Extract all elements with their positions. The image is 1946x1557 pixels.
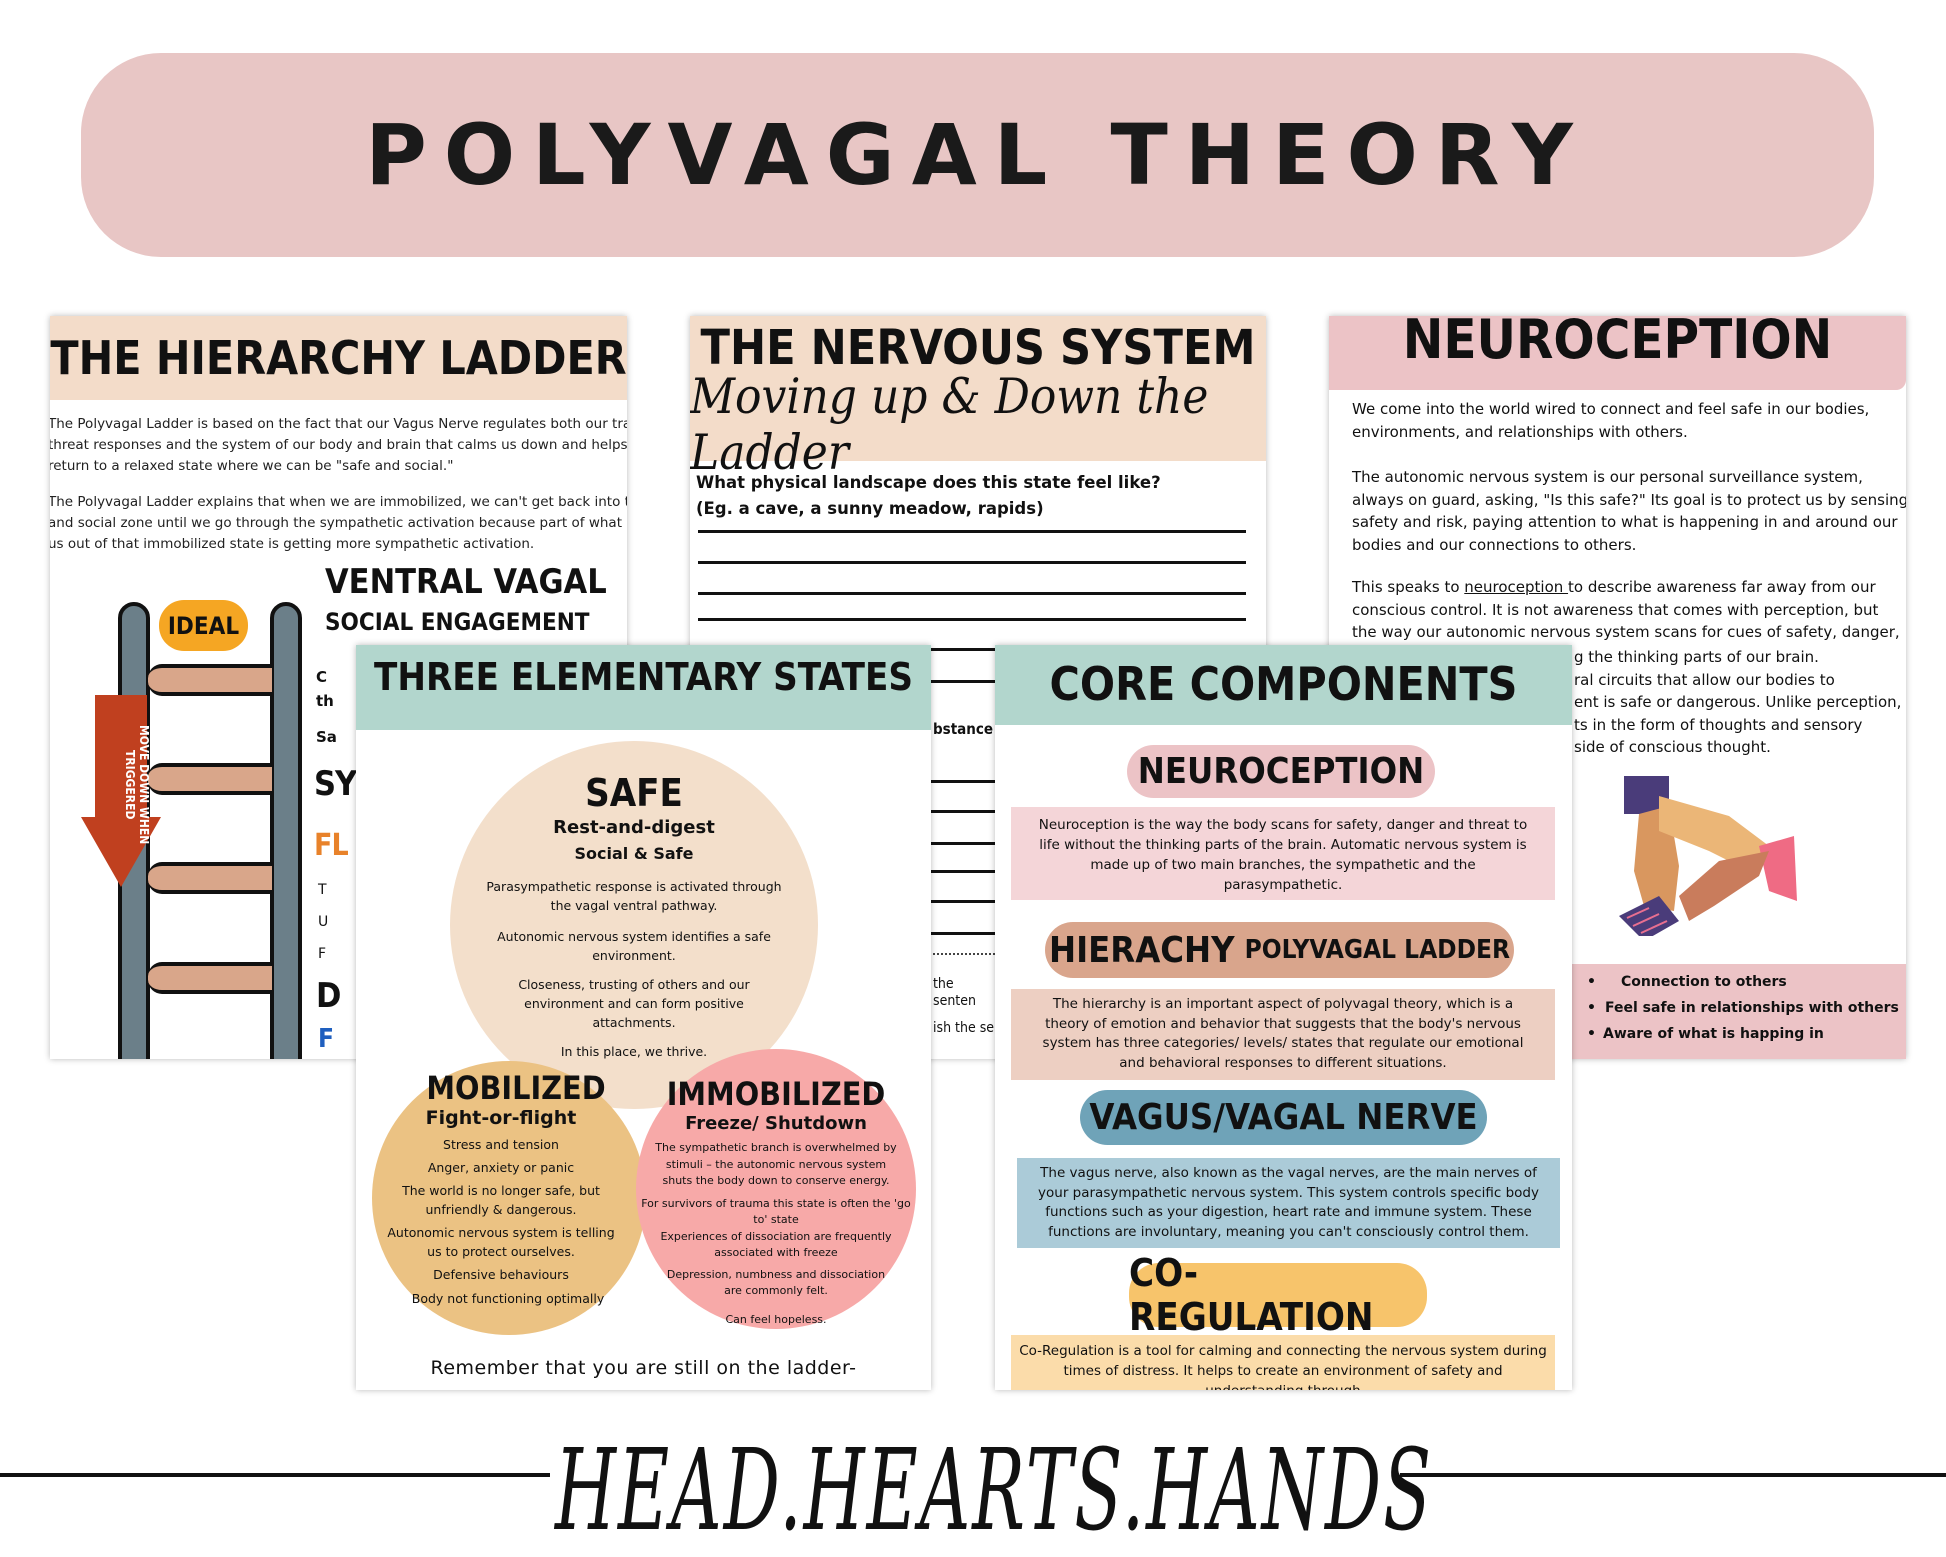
hierarchy-paragraph-1: The Polyvagal Ladder is based on the fac… xyxy=(50,416,627,474)
fragment-text: th xyxy=(316,692,334,710)
three-elementary-states-page: THREE ELEMENTARY STATES SAFE Rest-and-di… xyxy=(356,645,931,1390)
bullet-item: Aware of what is happing in xyxy=(1603,1026,1824,1042)
fragment-text: U xyxy=(318,914,329,930)
footer-divider-left xyxy=(0,1473,550,1477)
immobilized-circle xyxy=(636,1049,916,1329)
answer-line[interactable] xyxy=(698,870,1246,873)
hierarchy-description: The hierarchy is an important aspect of … xyxy=(1011,989,1555,1080)
social-engagement-heading: SOCIAL ENGAGEMENT xyxy=(325,608,590,636)
core-title: CORE COMPONENTS xyxy=(1049,657,1518,711)
ventral-vagal-heading: VENTRAL VAGAL xyxy=(325,562,607,602)
answer-line[interactable] xyxy=(698,561,1246,564)
fragment-text: F xyxy=(318,946,327,962)
fragment-text: ish the se xyxy=(933,1020,995,1036)
divider xyxy=(698,953,1246,955)
immobilized-state-text: IMMOBILIZED Freeze/ Shutdown The sympath… xyxy=(641,1075,911,1326)
brand-logo: HEAD.HEARTS.HANDS xyxy=(555,1425,1434,1557)
fragment-text: bstance xyxy=(933,720,994,738)
landscape-question: What physical landscape does this state … xyxy=(696,473,1161,518)
answer-line[interactable] xyxy=(698,932,1246,935)
neuroception-paragraph-1: We come into the world wired to connect … xyxy=(1352,400,1870,441)
neuroception-paragraph-2: The autonomic nervous system is our pers… xyxy=(1352,468,1906,554)
answer-line[interactable] xyxy=(698,810,1246,813)
answer-line[interactable] xyxy=(698,780,1246,783)
bullet-dot: • xyxy=(1587,1026,1596,1042)
footer-divider-right xyxy=(1400,1473,1946,1477)
safe-circle xyxy=(450,741,818,1109)
nervous-system-title: THE NERVOUS SYSTEM xyxy=(700,319,1256,376)
ideal-badge: IDEAL xyxy=(159,600,248,651)
safe-state-text: SAFE Rest-and-digest Social & Safe Paras… xyxy=(486,771,782,1059)
answer-line[interactable] xyxy=(698,592,1246,595)
bullet-item: Connection to others xyxy=(1621,974,1787,990)
mobilized-circle xyxy=(372,1061,646,1335)
fragment-text: FL xyxy=(314,828,349,863)
answer-line[interactable] xyxy=(698,842,1246,845)
neuroception-paragraph-3: This speaks to neuroception to describe … xyxy=(1352,578,1900,641)
neuroception-link[interactable]: neuroception xyxy=(1464,578,1569,596)
co-regulation-pill: CO-REGULATION xyxy=(1129,1251,1427,1339)
fragment-text: the senten xyxy=(933,976,976,1009)
answer-line[interactable] xyxy=(698,900,1246,903)
vagus-nerve-pill: VAGUS/VAGAL NERVE xyxy=(1080,1090,1487,1145)
mobilized-state-text: MOBILIZED Fight-or-flight Stress and ten… xyxy=(387,1069,615,1306)
neuroception-description: Neuroception is the way the body scans f… xyxy=(1011,807,1555,900)
vagus-nerve-description: The vagus nerve, also known as the vagal… xyxy=(1017,1158,1560,1248)
fragment-text: SY xyxy=(314,764,357,804)
co-regulation-description: Co-Regulation is a tool for calming and … xyxy=(1011,1335,1555,1390)
core-components-page: CORE COMPONENTS NEUROCEPTION Neuroceptio… xyxy=(995,645,1572,1390)
page-title: POLYVAGAL THEORY xyxy=(365,106,1590,204)
nervous-system-subtitle: Moving up & Down the Ladder xyxy=(690,368,1209,481)
neuroception-pill: NEUROCEPTION xyxy=(1127,745,1435,798)
states-title: THREE ELEMENTARY STATES xyxy=(374,655,913,699)
answer-line[interactable] xyxy=(698,680,1246,683)
fragment-text: C xyxy=(316,668,328,686)
fragment-text: Sa xyxy=(316,728,337,746)
answer-line[interactable] xyxy=(698,530,1246,533)
neuroception-title: NEUROCEPTION xyxy=(1402,316,1833,371)
answer-line[interactable] xyxy=(698,618,1246,621)
bullet-item: Feel safe in relationships with others xyxy=(1605,1000,1899,1016)
joined-hands-illustration xyxy=(1619,776,1819,941)
hierarchy-title: THE HIERARCHY LADDER xyxy=(50,331,627,385)
move-down-arrow-icon: MOVE DOWN WHEN TRIGGERED xyxy=(81,695,161,887)
fragment-text: F xyxy=(318,1024,334,1054)
fragment-text: T xyxy=(318,882,327,898)
bullet-dot: • xyxy=(1587,974,1596,990)
ladder-reminder: Remember that you are still on the ladde… xyxy=(430,1357,857,1379)
neuroception-paragraph-3-continued: g the thinking parts of our brain.ral ci… xyxy=(1574,648,1902,756)
fragment-text: D xyxy=(316,976,342,1016)
answer-line[interactable] xyxy=(698,648,1246,651)
bullet-dot: • xyxy=(1587,1000,1596,1016)
hierarchy-paragraph-2: The Polyvagal Ladder explains that when … xyxy=(50,494,627,552)
title-banner: POLYVAGAL THEORY xyxy=(81,53,1874,257)
